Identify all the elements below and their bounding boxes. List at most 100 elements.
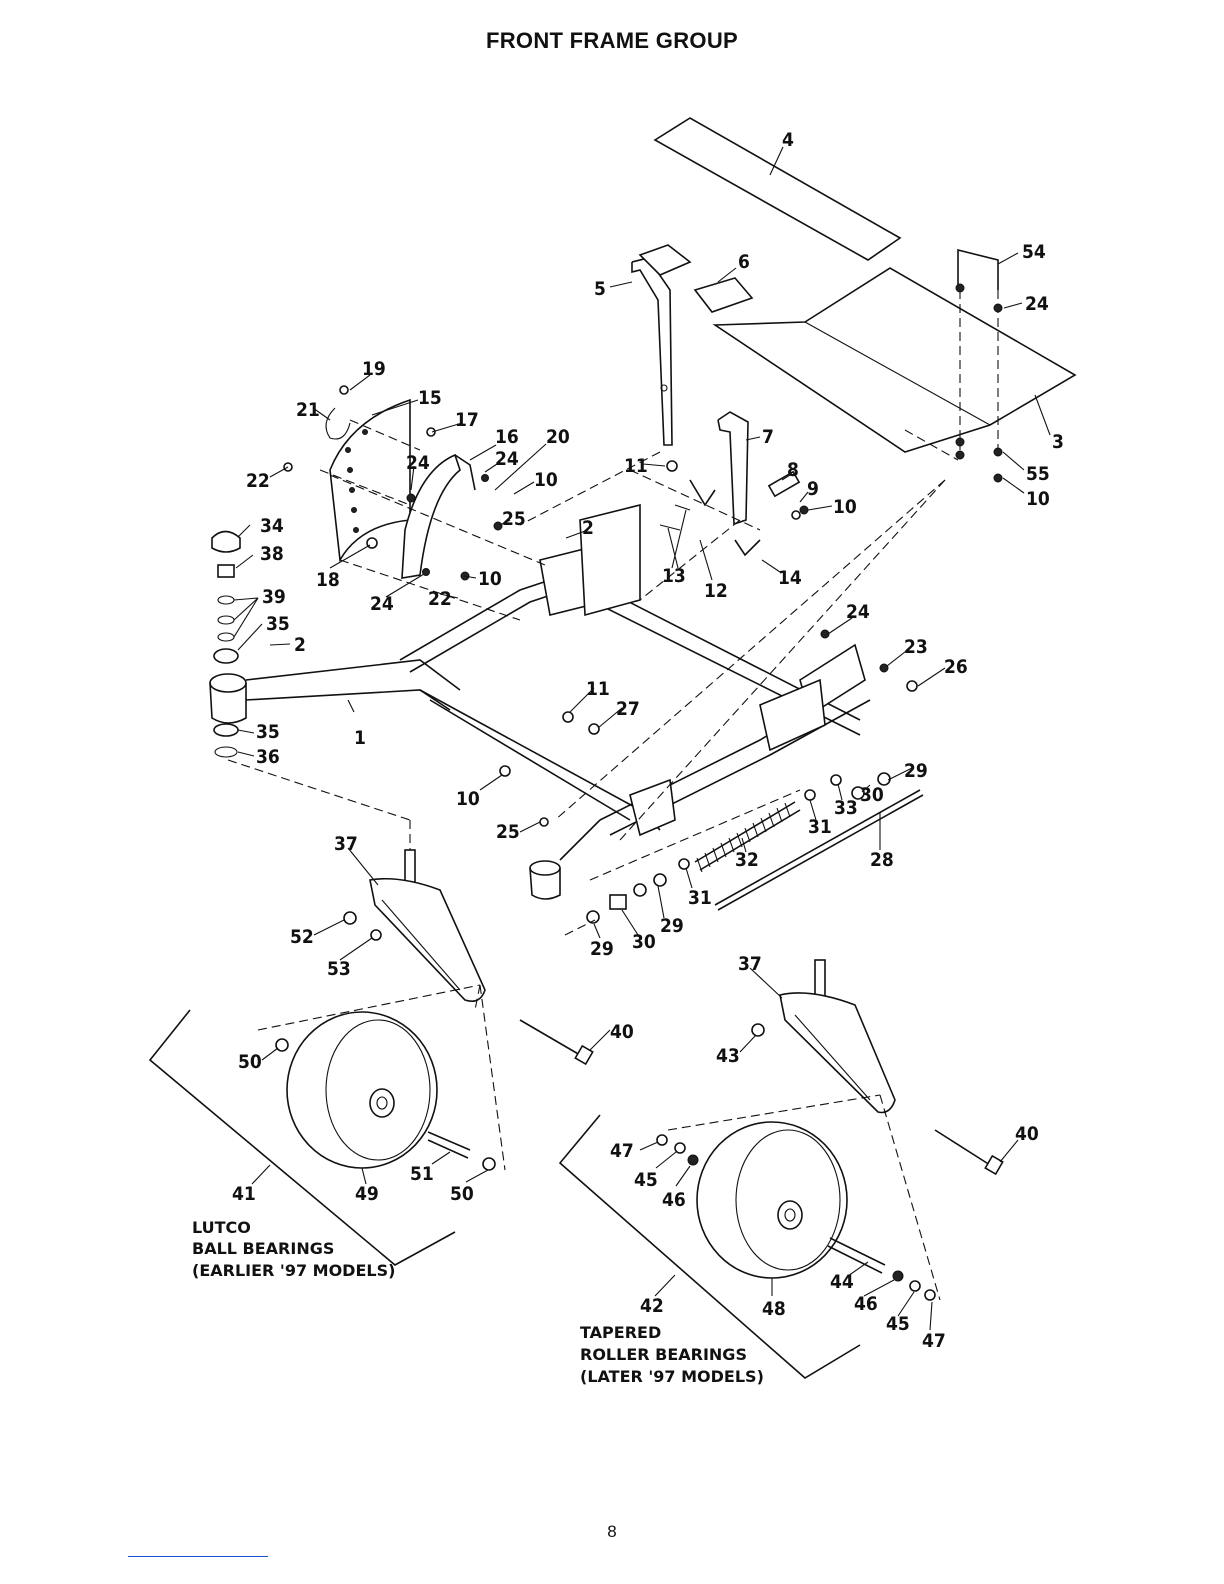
part-37-left-caster-fork xyxy=(369,849,486,1003)
callout-13: 13 xyxy=(662,565,686,587)
footer-rule xyxy=(128,1556,268,1557)
callout-29: 29 xyxy=(660,915,684,937)
callout-36: 36 xyxy=(256,746,280,768)
part-15-left-bracket xyxy=(329,398,411,563)
callout-50: 50 xyxy=(238,1051,262,1073)
part-6-pedal-pad xyxy=(638,244,754,313)
callout-45: 45 xyxy=(886,1313,910,1335)
callout-4: 4 xyxy=(782,129,794,151)
callout-18: 18 xyxy=(316,569,340,591)
part-54-u-bolt xyxy=(955,248,1003,483)
callout-54: 54 xyxy=(1022,241,1046,263)
callout-10: 10 xyxy=(534,469,558,491)
callout-24: 24 xyxy=(846,601,870,623)
callout-47: 47 xyxy=(922,1330,946,1352)
callout-10: 10 xyxy=(456,788,480,810)
callout-34: 34 xyxy=(260,515,284,537)
part-40-bolts xyxy=(519,1019,1004,1176)
callout-24: 24 xyxy=(370,593,394,615)
callout-11: 11 xyxy=(624,455,648,477)
note-tapered-roller-bearings: TAPERED ROLLER BEARINGS (LATER '97 MODEL… xyxy=(580,1323,764,1386)
callout-10: 10 xyxy=(833,496,857,518)
note-lutco-ball-bearings: LUTCO BALL BEARINGS (EARLIER '97 MODELS) xyxy=(192,1218,395,1280)
callout-49: 49 xyxy=(355,1183,379,1205)
part-7-lever xyxy=(717,411,749,526)
small-hardware xyxy=(275,385,936,1301)
callout-44: 44 xyxy=(830,1271,854,1293)
callout-39: 39 xyxy=(262,586,286,608)
callout-9: 9 xyxy=(807,478,819,500)
note-tapered-line1: TAPERED xyxy=(580,1323,661,1342)
callout-46: 46 xyxy=(854,1293,878,1315)
callout-2: 2 xyxy=(294,634,306,656)
callout-19: 19 xyxy=(362,358,386,380)
part-3-foot-tray xyxy=(712,267,1077,453)
callout-40: 40 xyxy=(610,1021,634,1043)
callout-55: 55 xyxy=(1026,463,1050,485)
left-caster-hardware xyxy=(211,530,241,758)
callout-50: 50 xyxy=(450,1183,474,1205)
callout-29: 29 xyxy=(904,760,928,782)
callout-12: 12 xyxy=(704,580,728,602)
note-lutco-line1: LUTCO xyxy=(192,1218,251,1237)
callout-24: 24 xyxy=(495,448,519,470)
callout-35: 35 xyxy=(256,721,280,743)
callout-40: 40 xyxy=(1015,1123,1039,1145)
callout-5: 5 xyxy=(594,278,606,300)
callout-7: 7 xyxy=(762,426,774,448)
callout-labels: 4 6 5 54 24 3 55 10 7 8 9 10 11 2 14 12 … xyxy=(232,129,1064,1352)
callout-37: 37 xyxy=(334,833,358,855)
callout-47: 47 xyxy=(610,1140,634,1162)
part-16-right-bracket xyxy=(401,453,476,579)
callout-42: 42 xyxy=(640,1295,664,1317)
part-4-top-plate xyxy=(653,117,902,261)
page-number: 8 xyxy=(607,1522,617,1541)
callout-22: 22 xyxy=(246,470,270,492)
callout-32: 32 xyxy=(735,849,759,871)
callout-41: 41 xyxy=(232,1183,256,1205)
callout-46: 46 xyxy=(662,1189,686,1211)
callout-14: 14 xyxy=(778,567,802,589)
part-28-threaded-rod xyxy=(714,789,924,911)
callout-51: 51 xyxy=(410,1163,434,1185)
callout-6: 6 xyxy=(738,251,750,273)
part-51-axle xyxy=(427,1131,471,1159)
callout-20: 20 xyxy=(546,426,570,448)
callout-22: 22 xyxy=(428,588,452,610)
callout-31: 31 xyxy=(688,887,712,909)
part-5-pedal-arm xyxy=(631,257,673,446)
part-1-main-frame xyxy=(209,503,871,900)
callout-11: 11 xyxy=(586,678,610,700)
callout-30: 30 xyxy=(860,784,884,806)
callout-35: 35 xyxy=(266,613,290,635)
part-8-spring-linkage xyxy=(659,470,801,557)
part-37-right-caster-fork xyxy=(779,959,896,1114)
callout-1: 1 xyxy=(354,727,366,749)
note-lutco-line3: (EARLIER '97 MODELS) xyxy=(192,1261,395,1280)
assembly-guidelines xyxy=(227,419,959,1301)
callout-16: 16 xyxy=(495,426,519,448)
note-brackets xyxy=(148,1009,861,1379)
note-lutco-line2: BALL BEARINGS xyxy=(192,1239,334,1258)
callout-48: 48 xyxy=(762,1298,786,1320)
callout-38: 38 xyxy=(260,543,284,565)
callout-26: 26 xyxy=(944,656,968,678)
callout-2: 2 xyxy=(582,517,594,539)
callout-27: 27 xyxy=(616,698,640,720)
callout-17: 17 xyxy=(455,409,479,431)
callout-29: 29 xyxy=(590,938,614,960)
callout-21: 21 xyxy=(296,399,320,421)
callout-45: 45 xyxy=(634,1169,658,1191)
callout-43: 43 xyxy=(716,1045,740,1067)
callout-10: 10 xyxy=(478,568,502,590)
callout-24: 24 xyxy=(1025,293,1049,315)
callout-23: 23 xyxy=(904,636,928,658)
callout-33: 33 xyxy=(834,797,858,819)
page-title: FRONT FRAME GROUP xyxy=(486,28,738,53)
callout-52: 52 xyxy=(290,926,314,948)
callout-53: 53 xyxy=(327,958,351,980)
callout-25: 25 xyxy=(496,821,520,843)
note-tapered-line3: (LATER '97 MODELS) xyxy=(580,1367,764,1386)
callout-25: 25 xyxy=(502,508,526,530)
note-tapered-line2: ROLLER BEARINGS xyxy=(580,1345,747,1364)
